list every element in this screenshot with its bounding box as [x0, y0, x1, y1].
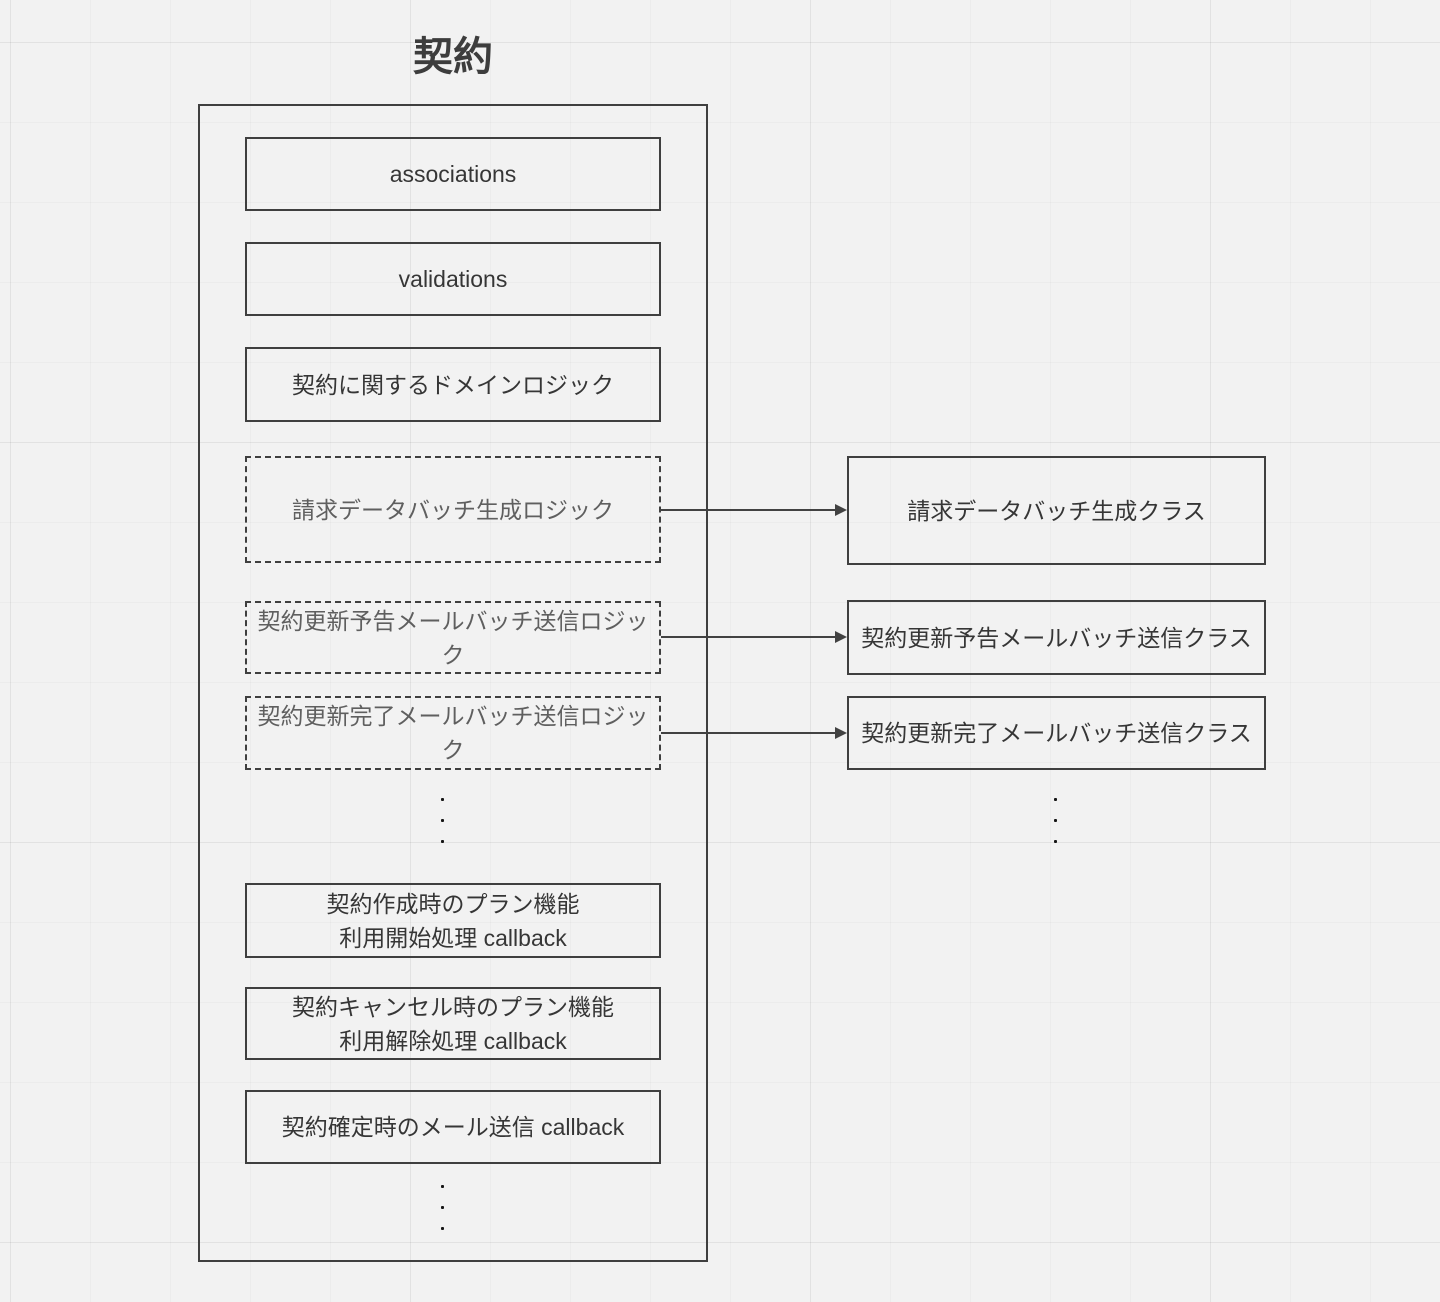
node-label: 請求データバッチ生成ロジック: [292, 496, 614, 523]
node-label: 契約確定時のメール送信 callback: [281, 1114, 625, 1140]
node-label-line1: 契約キャンセル時のプラン機能: [292, 993, 614, 1020]
arrowhead-icon: [835, 727, 847, 739]
node-label: 契約更新予告メールバッチ送信ロジック: [257, 607, 649, 668]
dot: [441, 1206, 444, 1209]
class-renewal-complete-mail: 契約更新完了メールバッチ送信クラス: [847, 696, 1266, 770]
node-label-line2: 利用解除処理 callback: [339, 1027, 567, 1054]
node-domain-logic: 契約に関するドメインロジック: [245, 347, 661, 422]
node-label-line2: 利用開始処理 callback: [339, 924, 567, 951]
node-label: 契約更新完了メールバッチ送信ロジック: [257, 703, 649, 763]
node-label: validations: [398, 266, 508, 292]
dot: [441, 819, 444, 822]
class-renewal-notice-mail: 契約更新予告メールバッチ送信クラス: [847, 600, 1266, 675]
node-label: 契約更新予告メールバッチ送信クラス: [861, 624, 1252, 651]
dot: [441, 798, 444, 801]
dot: [1054, 798, 1057, 801]
ellipsis-dots-left: [441, 798, 444, 843]
class-billing-batch: 請求データバッチ生成クラス: [847, 456, 1266, 565]
ellipsis-dots-bottom: [441, 1185, 444, 1230]
node-label: 契約更新完了メールバッチ送信クラス: [861, 720, 1252, 746]
node-plan-cancel-callback: 契約キャンセル時のプラン機能 利用解除処理 callback: [245, 987, 661, 1060]
node-renewal-notice-mail-logic: 契約更新予告メールバッチ送信ロジック: [245, 601, 661, 674]
node-associations: associations: [245, 137, 661, 211]
node-billing-batch-logic: 請求データバッチ生成ロジック: [245, 456, 661, 563]
arrow-renewal-notice: [661, 631, 847, 643]
dot: [441, 840, 444, 843]
arrow-billing-batch: [661, 504, 847, 516]
node-label: 契約に関するドメインロジック: [292, 371, 614, 398]
arrowhead-icon: [835, 631, 847, 643]
dot: [1054, 840, 1057, 843]
arrowhead-icon: [835, 504, 847, 516]
node-label-line1: 契約作成時のプラン機能: [326, 890, 580, 917]
node-label: 請求データバッチ生成クラス: [907, 497, 1206, 524]
arrow-renewal-complete: [661, 727, 847, 739]
node-confirm-mail-callback: 契約確定時のメール送信 callback: [245, 1090, 661, 1164]
dot: [441, 1185, 444, 1188]
node-validations: validations: [245, 242, 661, 316]
contract-model-box: [198, 104, 708, 1262]
node-renewal-complete-mail-logic: 契約更新完了メールバッチ送信ロジック: [245, 696, 661, 770]
diagram-title: 契約: [413, 35, 493, 79]
ellipsis-dots-right: [1054, 798, 1057, 843]
node-label: associations: [389, 161, 517, 187]
dot: [441, 1227, 444, 1230]
dot: [1054, 819, 1057, 822]
node-plan-start-callback: 契約作成時のプラン機能 利用開始処理 callback: [245, 883, 661, 958]
